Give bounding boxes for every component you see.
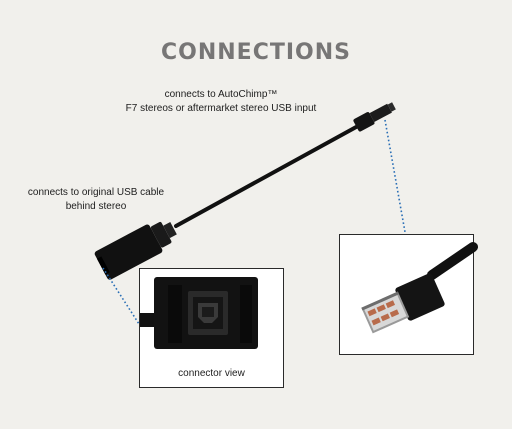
usb-a-plug-closeup: [361, 242, 478, 334]
usb-end-label-line2: F7 stereos or aftermarket stereo USB inp…: [125, 103, 317, 114]
cable-wire: [174, 124, 360, 228]
socket-end-label-line2: behind stereo: [65, 201, 127, 212]
usb-plug-view-panel: [339, 234, 478, 355]
usb-end-label-line1: connects to AutoChimp™: [164, 89, 278, 100]
leader-line-socket: [102, 267, 140, 325]
page-title: CONNECTIONS: [161, 40, 351, 65]
usb-b-connector-closeup: [140, 277, 258, 349]
connector-view-caption: connector view: [178, 368, 245, 379]
socket-end-label-line1: connects to original USB cable: [27, 187, 165, 198]
socket-end-label: connects to original USB cable behind st…: [8, 186, 184, 214]
connector-view-panel: connector view: [139, 268, 284, 388]
usb-b-socket: [94, 221, 177, 280]
usb-end-label: connects to AutoChimp™ F7 stereos or aft…: [96, 88, 346, 116]
usb-a-plug: [353, 102, 396, 132]
leader-line-plug: [384, 119, 406, 233]
